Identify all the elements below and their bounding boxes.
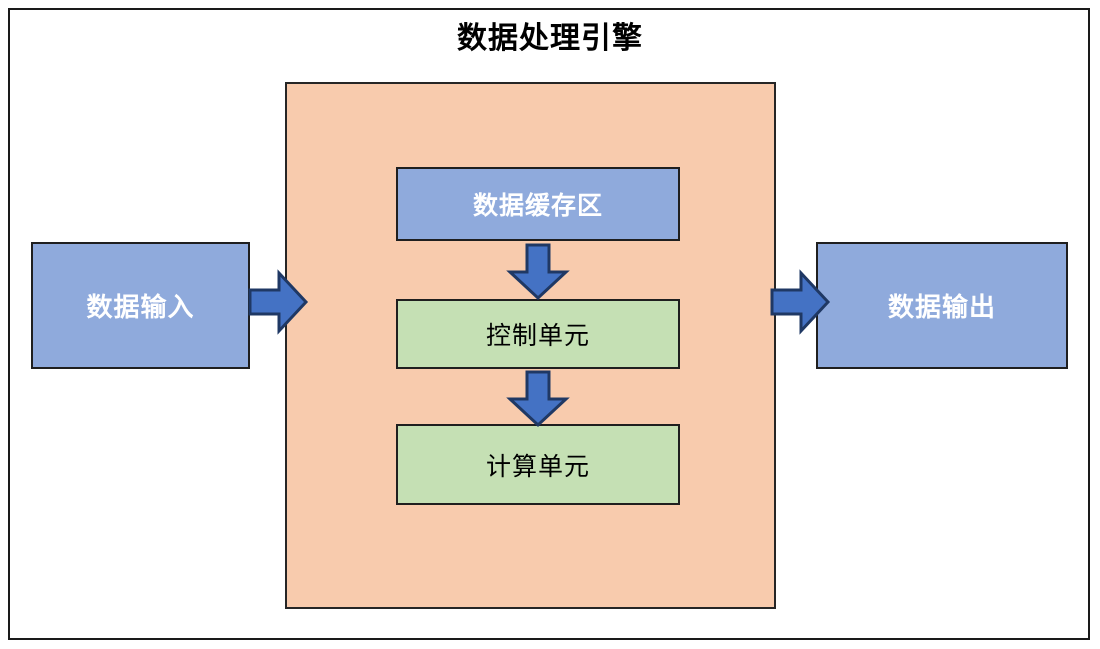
node-data-output[interactable]: 数据输出 (816, 242, 1068, 369)
node-compute-unit-label: 计算单元 (485, 452, 590, 481)
node-data-cache[interactable]: 数据缓存区 (396, 167, 680, 241)
arrow-right-icon-input-to-engine (248, 269, 309, 335)
arrow-right-icon-engine-to-output (770, 269, 831, 335)
page-title: 数据处理引擎 (457, 22, 643, 55)
node-control-unit-label: 控制单元 (485, 322, 590, 350)
arrow-down-icon-cache-to-control (506, 243, 570, 301)
arrow-down-icon-control-to-compute (506, 370, 570, 428)
node-compute-unit[interactable]: 计算单元 (396, 424, 680, 505)
node-data-output-label: 数据输出 (887, 292, 996, 322)
node-data-input-label: 数据输入 (86, 292, 195, 322)
node-data-input[interactable]: 数据输入 (31, 242, 250, 369)
node-data-cache-label: 数据缓存区 (472, 192, 603, 220)
node-control-unit[interactable]: 控制单元 (396, 299, 680, 369)
